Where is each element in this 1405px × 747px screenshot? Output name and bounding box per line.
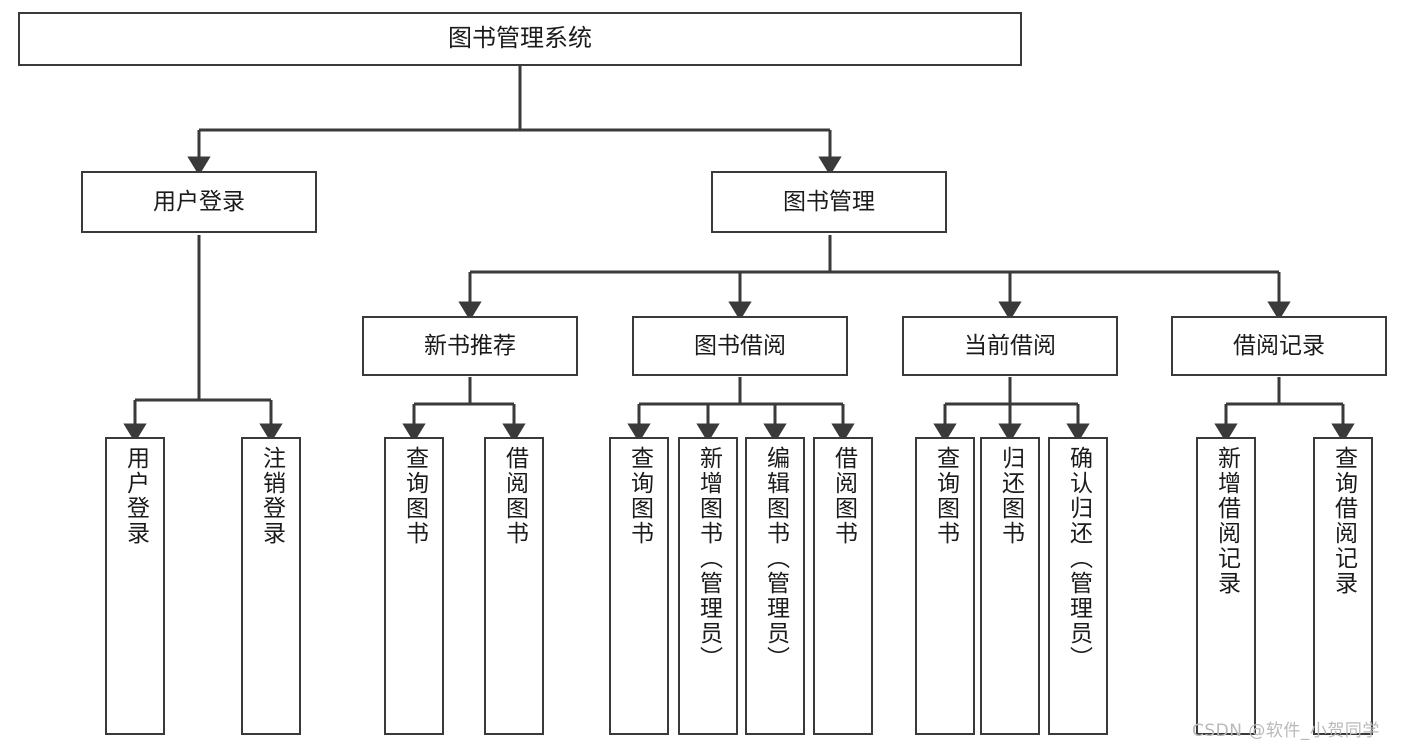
leaf-current-borrow-confirm-return[interactable]: 确认归还（管理员）	[1048, 437, 1108, 735]
leaf-book-borrow-add[interactable]: 新增图书（管理员）	[678, 437, 738, 735]
node-new-book-recommend[interactable]: 新书推荐	[362, 316, 578, 376]
node-label: 借阅图书	[501, 446, 528, 546]
node-label: 图书管理系统	[448, 24, 592, 53]
leaf-new-book-query[interactable]: 查询图书	[384, 437, 444, 735]
leaf-book-borrow-query[interactable]: 查询图书	[609, 437, 669, 735]
node-label: 查询图书	[401, 446, 428, 546]
node-root-system[interactable]: 图书管理系统	[18, 12, 1022, 66]
node-label: 确认归还（管理员）	[1065, 446, 1092, 671]
node-label: 查询图书	[626, 446, 653, 546]
node-label: 查询借阅记录	[1330, 446, 1357, 596]
node-label: 图书管理	[783, 188, 875, 215]
leaf-borrow-record-query[interactable]: 查询借阅记录	[1313, 437, 1373, 735]
node-label: 新增图书（管理员）	[695, 446, 722, 671]
node-label: 新增借阅记录	[1213, 446, 1240, 596]
node-label: 归还图书	[997, 446, 1024, 546]
node-label: 用户登录	[153, 188, 245, 215]
node-current-borrow[interactable]: 当前借阅	[902, 316, 1118, 376]
leaf-user-login-login[interactable]: 用户登录	[105, 437, 165, 735]
node-borrow-record[interactable]: 借阅记录	[1171, 316, 1387, 376]
leaf-user-login-logout[interactable]: 注销登录	[241, 437, 301, 735]
leaf-new-book-borrow[interactable]: 借阅图书	[484, 437, 544, 735]
leaf-book-borrow-borrow[interactable]: 借阅图书	[813, 437, 873, 735]
node-book-management[interactable]: 图书管理	[711, 171, 947, 233]
node-label: 编辑图书（管理员）	[762, 446, 789, 671]
csdn-watermark: CSDN @软件_小贺同学	[1192, 721, 1380, 741]
node-user-login[interactable]: 用户登录	[81, 171, 317, 233]
node-book-borrow[interactable]: 图书借阅	[632, 316, 848, 376]
node-label: 借阅记录	[1233, 332, 1325, 359]
node-label: 用户登录	[122, 446, 149, 546]
leaf-current-borrow-query[interactable]: 查询图书	[915, 437, 975, 735]
node-label: 新书推荐	[424, 332, 516, 359]
leaf-borrow-record-add[interactable]: 新增借阅记录	[1196, 437, 1256, 735]
node-label: 借阅图书	[830, 446, 857, 546]
leaf-current-borrow-return[interactable]: 归还图书	[980, 437, 1040, 735]
node-label: 图书借阅	[694, 332, 786, 359]
node-label: 当前借阅	[964, 332, 1056, 359]
node-label: 查询图书	[932, 446, 959, 546]
node-label: 注销登录	[258, 446, 285, 546]
leaf-book-borrow-edit[interactable]: 编辑图书（管理员）	[745, 437, 805, 735]
